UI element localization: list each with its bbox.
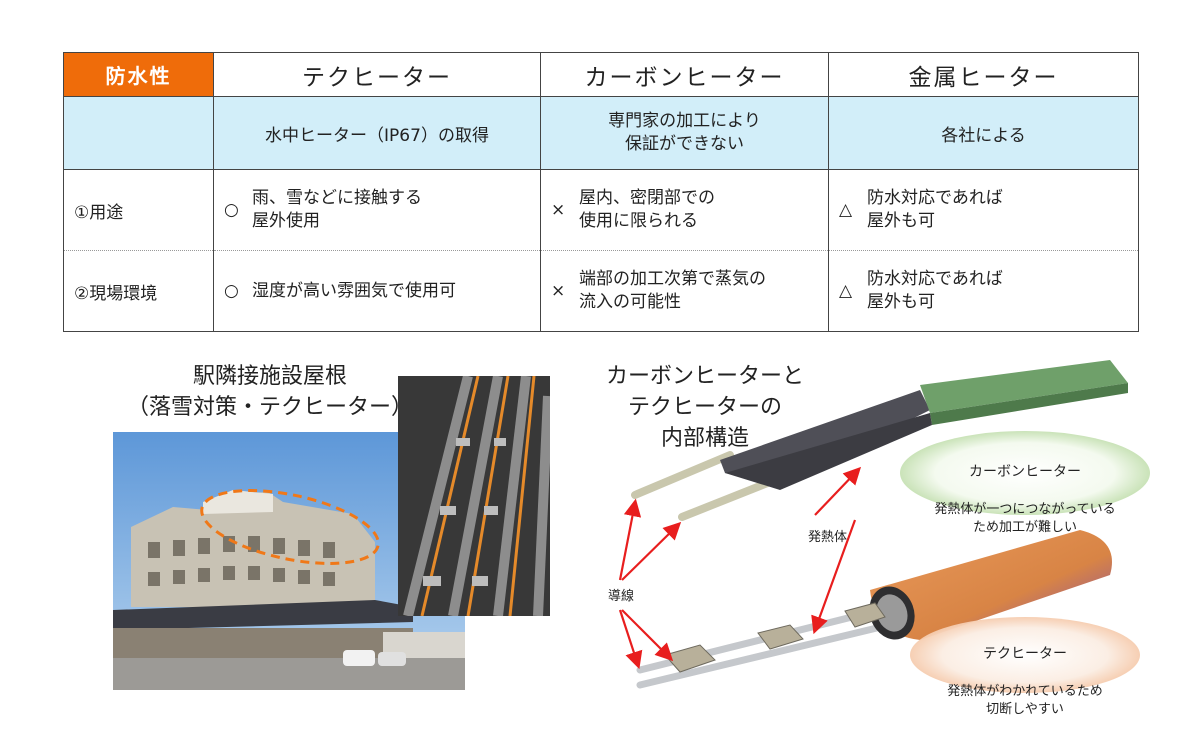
col-header-tec: テクヒーター (213, 52, 541, 97)
summary-row: 水中ヒーター（IP67）の取得 専門家の加工により 保証ができない 各社による (63, 96, 1139, 170)
conductor-arrow-1 (618, 498, 642, 581)
cell-metal: △防水対応であれば 屋外も可 (828, 250, 1139, 332)
carbon-desc: 発熱体が一つにつながっている ため加工が難しい (934, 501, 1116, 536)
row-label: ②現場環境 (63, 250, 214, 332)
conductor-label: 導線 (608, 589, 635, 604)
cell-tec: ○湿度が高い雰囲気で使用可 (213, 250, 541, 332)
roof-heater-photo (398, 376, 550, 616)
table-row: ②現場環境 ○湿度が高い雰囲気で使用可 ×端部の加工次第で蒸気の 流入の可能性 … (63, 250, 1139, 332)
summary-carbon: 専門家の加工により 保証ができない (540, 96, 829, 170)
tec-desc: 発熱体がわかれているため 切断しやすい (947, 683, 1103, 718)
tec-heater (636, 530, 1112, 689)
tec-note: テクヒーター 発熱体がわかれているため 切断しやすい (915, 627, 1135, 738)
cell-carbon: ×端部の加工次第で蒸気の 流入の可能性 (540, 250, 829, 332)
conductor-arrow-4 (621, 609, 674, 662)
mark-circle: ○ (224, 281, 239, 301)
summary-empty (63, 96, 214, 170)
table-row: ①用途 ○雨、雪などに接触する 屋外使用 ×屋内、密閉部での 使用に限られる △… (63, 169, 1139, 251)
header-row: 防水性 テクヒーター カーボンヒーター 金属ヒーター (63, 52, 1139, 97)
comparison-table: 防水性 テクヒーター カーボンヒーター 金属ヒーター 水中ヒーター（IP67）の… (63, 52, 1139, 332)
mark-triangle: △ (839, 200, 853, 220)
carbon-bubble (900, 431, 1150, 515)
row-label: ①用途 (63, 169, 214, 251)
carbon-title: カーボンヒーター (969, 464, 1081, 481)
heater-structure-diagram (618, 360, 1150, 693)
mark-cross: × (551, 281, 566, 301)
diagram-caption: カーボンヒーターと テクヒーターの 内部構造 (605, 364, 804, 451)
heater-arrow-down (811, 519, 857, 635)
summary-metal: 各社による (828, 96, 1139, 170)
heater-arrow-up (814, 466, 862, 516)
conductor-arrow-2 (621, 521, 682, 581)
conductor-arrow-3 (618, 609, 643, 670)
carbon-note: カーボンヒーター 発熱体が一つにつながっている ため加工が難しい (905, 445, 1145, 556)
photo-title: 駅隣接施設屋根 （落雪対策・テクヒーター） (126, 364, 413, 420)
summary-tec: 水中ヒーター（IP67）の取得 (213, 96, 541, 170)
tec-bubble (910, 617, 1140, 693)
col-header-metal: 金属ヒーター (828, 52, 1139, 97)
cell-tec: ○雨、雪などに接触する 屋外使用 (213, 169, 541, 251)
heater-label: 発熱体 (808, 530, 848, 545)
property-header: 防水性 (63, 52, 214, 97)
mark-triangle: △ (839, 281, 853, 301)
tec-title: テクヒーター (983, 646, 1067, 663)
cell-carbon: ×屋内、密閉部での 使用に限られる (540, 169, 829, 251)
mark-cross: × (551, 200, 566, 220)
cell-metal: △防水対応であれば 屋外も可 (828, 169, 1139, 251)
mark-circle: ○ (224, 200, 239, 220)
carbon-heater (631, 360, 1128, 521)
col-header-carbon: カーボンヒーター (540, 52, 829, 97)
